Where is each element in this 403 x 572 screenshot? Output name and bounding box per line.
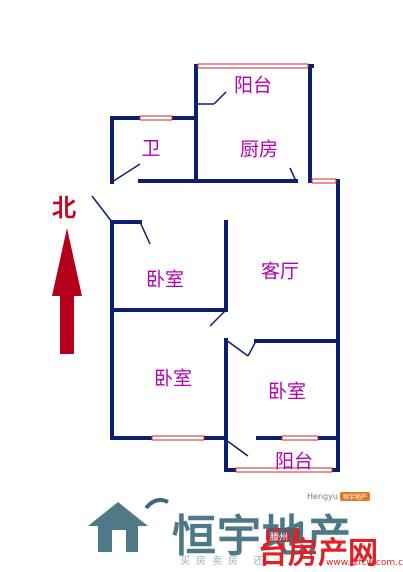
windows xyxy=(139,63,337,473)
door-swings xyxy=(91,91,297,457)
room-label-bedroom-3: 卧室 xyxy=(267,380,307,403)
room-label-bathroom: 卫 xyxy=(141,137,161,160)
room-label-bedroom-2: 卧室 xyxy=(153,367,193,390)
room-label-bedroom-1: 卧室 xyxy=(145,268,185,291)
room-label-kitchen: 厨房 xyxy=(239,138,279,161)
company-logo-subtitle: 买房卖房 还... xyxy=(180,556,297,567)
north-arrow-icon xyxy=(52,228,82,354)
room-label-balcony-bottom: 阳台 xyxy=(274,450,314,473)
watermark-logo-icon xyxy=(266,528,300,542)
watermark-small-text: 滕州 xyxy=(270,533,289,543)
company-logo-text: 恒宇地产 xyxy=(172,511,352,562)
company-logo-icon xyxy=(88,498,169,552)
watermark-text: 台房产网 xyxy=(258,536,378,571)
room-label-balcony-top: 阳台 xyxy=(233,74,273,97)
room-label-living-room: 客厅 xyxy=(260,260,300,283)
brand-small-name: Hengyu xyxy=(307,492,338,501)
brand-small-tag: 恒宇地产 xyxy=(339,492,370,501)
north-label: 北 xyxy=(52,194,76,222)
watermark-url: www.tzfcw.com.cn xyxy=(326,558,403,568)
